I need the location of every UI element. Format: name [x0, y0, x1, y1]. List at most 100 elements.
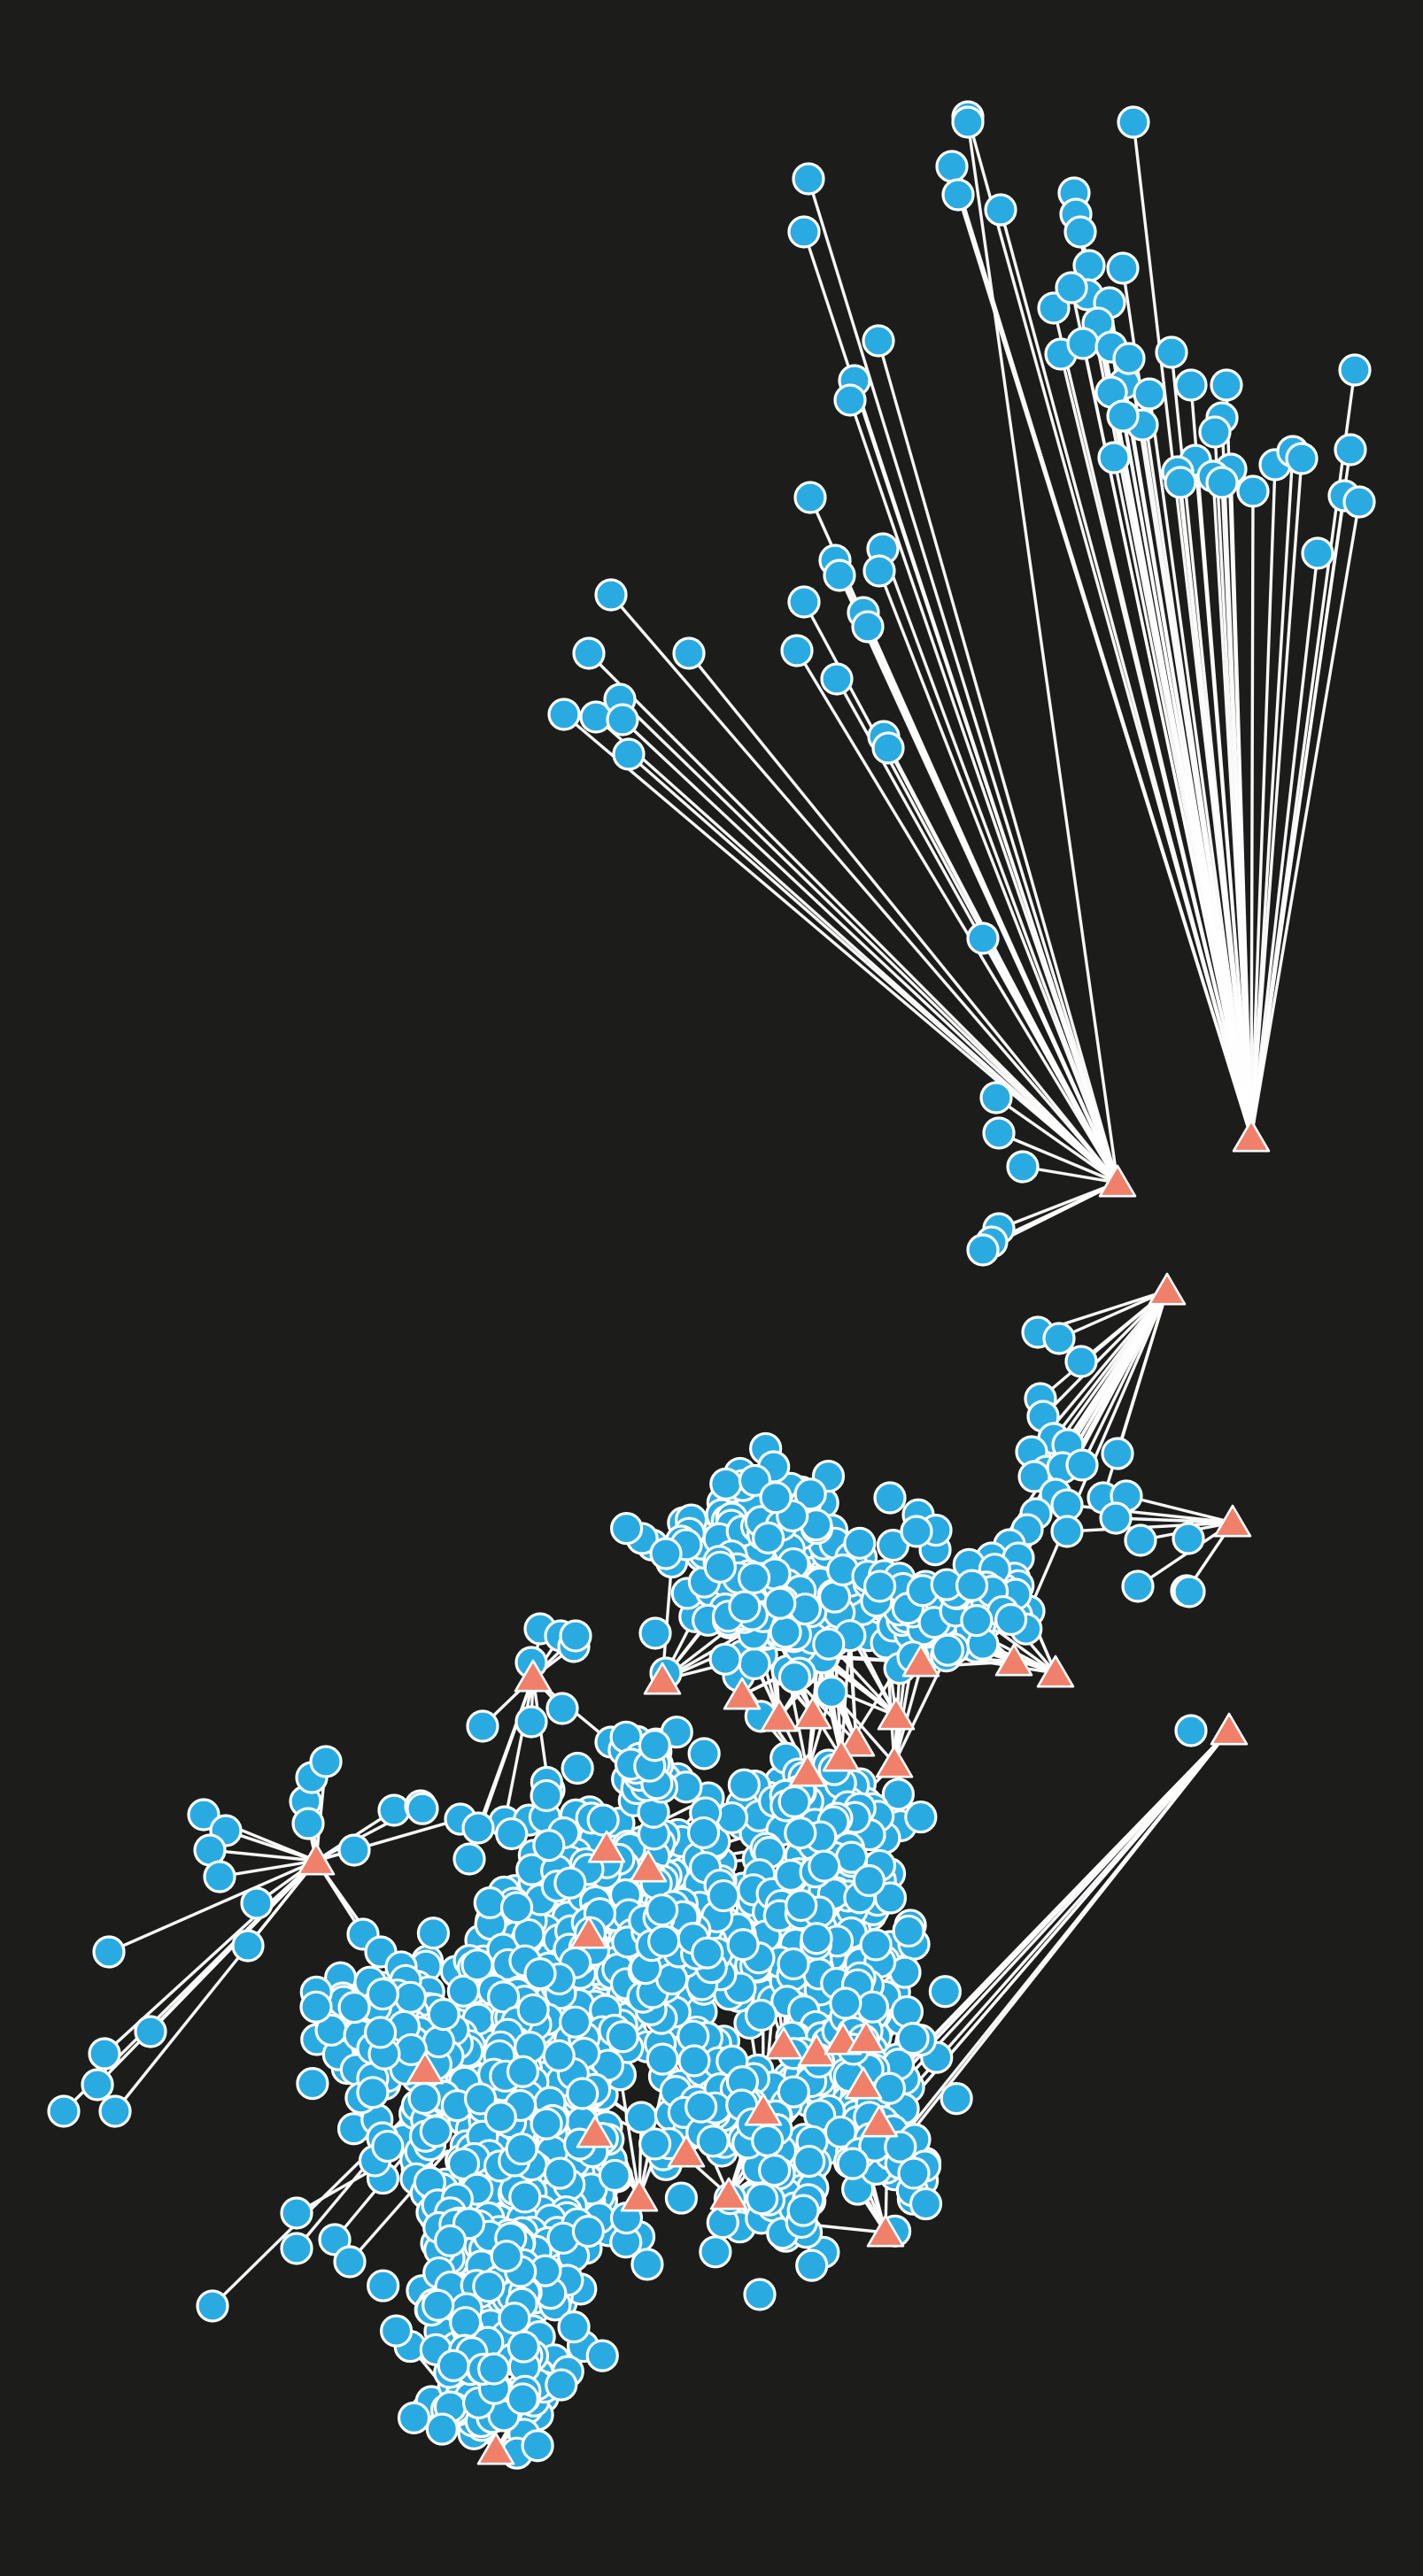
circle-node — [1210, 368, 1243, 402]
circle-node — [1099, 1501, 1133, 1535]
graph-edge — [1059, 352, 1253, 1139]
graph-edge — [878, 569, 1119, 1184]
circle-node — [477, 2352, 511, 2386]
circle-node — [763, 1586, 797, 1620]
circle-node — [81, 2068, 114, 2102]
circle-node — [586, 1803, 620, 1837]
circle-node — [699, 2235, 732, 2269]
graph-edge — [621, 718, 1119, 1184]
circle-node — [557, 2310, 591, 2344]
circle-node — [472, 2270, 506, 2303]
circle-node — [594, 578, 628, 612]
circle-node — [483, 2101, 517, 2134]
circle-node — [815, 1675, 848, 1709]
circle-node — [777, 1947, 810, 1981]
circle-node — [571, 2214, 605, 2248]
node-layer — [47, 100, 1376, 2470]
circle-node — [792, 162, 825, 196]
circle-node — [808, 1849, 841, 1883]
circle-node — [696, 2125, 730, 2158]
circle-node — [715, 1801, 749, 1835]
circle-node — [684, 2090, 718, 2124]
circle-node — [787, 215, 821, 249]
circle-node — [1112, 342, 1146, 375]
circle-node — [852, 1863, 886, 1898]
graph-edge — [1179, 481, 1253, 1139]
circle-node — [1285, 442, 1319, 475]
triangle-hub-node — [793, 1696, 832, 1730]
circle-node — [743, 2278, 777, 2311]
circle-node — [1055, 271, 1088, 305]
circle-node — [984, 193, 1017, 227]
circle-node — [333, 2245, 367, 2279]
circle-node — [558, 2005, 592, 2039]
graph-edge — [1229, 467, 1253, 1139]
triangle-hub-node — [901, 1644, 940, 1677]
circle-node — [363, 2016, 398, 2049]
circle-node — [787, 585, 821, 619]
graph-edge — [1027, 1289, 1169, 1613]
circle-node — [1097, 441, 1131, 474]
circle-node — [1124, 1523, 1157, 1557]
circle-node — [505, 2132, 538, 2166]
graph-edge — [1148, 392, 1253, 1139]
graph-edge — [1041, 1289, 1169, 1418]
graph-edge — [208, 1848, 318, 1863]
circle-node — [98, 2094, 132, 2128]
graph-edge — [609, 593, 1119, 1184]
circle-node — [1065, 1448, 1099, 1482]
circle-node — [1042, 1322, 1076, 1355]
circle-node — [638, 1616, 672, 1650]
circle-node — [240, 1886, 274, 1920]
circle-node — [598, 2158, 631, 2193]
graph-edge — [866, 625, 1119, 1184]
circle-node — [1174, 368, 1208, 402]
graph-edge — [1249, 450, 1295, 1139]
circle-node — [900, 1515, 933, 1548]
triangle-hub-node — [822, 1739, 861, 1772]
circle-node — [1133, 377, 1166, 411]
circle-node — [897, 2156, 931, 2190]
triangle-hub-node — [476, 2432, 515, 2465]
circle-node — [1164, 466, 1197, 499]
circle-node — [744, 1998, 778, 2032]
circle-node — [523, 1957, 557, 1991]
circle-node — [994, 1602, 1028, 1637]
circle-node — [752, 1521, 785, 1554]
graph-edge — [618, 2073, 641, 2199]
graph-edge — [1249, 490, 1255, 1139]
circle-node — [780, 634, 814, 667]
triangle-hub-node — [797, 2033, 836, 2067]
triangle-hub-node — [629, 1849, 668, 1883]
circle-node — [672, 636, 706, 670]
circle-node — [793, 1477, 827, 1511]
graph-edge — [503, 1676, 535, 1824]
circle-node — [585, 2339, 619, 2372]
circle-node — [664, 2181, 699, 2215]
circle-node — [935, 150, 969, 183]
circle-node — [449, 2306, 483, 2340]
circle-node — [691, 1936, 724, 1970]
graph-edge — [1057, 1289, 1169, 1340]
triangle-hub-node — [764, 2026, 803, 2060]
triangle-hub-node — [709, 2177, 748, 2210]
circle-node — [421, 2288, 455, 2322]
circle-node — [931, 1633, 964, 1667]
circle-node — [1342, 485, 1376, 519]
circle-node — [508, 2180, 542, 2214]
circle-node — [612, 737, 646, 771]
circle-node — [337, 1990, 371, 2025]
circle-node — [379, 2314, 414, 2348]
circle-node — [904, 1800, 938, 1834]
circle-node — [1106, 251, 1140, 285]
circle-node — [521, 2429, 554, 2463]
circle-node — [561, 1751, 594, 1785]
circle-node — [291, 1807, 325, 1840]
circle-node — [1106, 399, 1140, 433]
graph-edge — [687, 652, 1119, 1184]
circle-node — [940, 2081, 973, 2116]
circle-node — [545, 1692, 579, 1725]
circle-node — [812, 1627, 846, 1661]
circle-node — [547, 698, 581, 731]
circle-node — [785, 1888, 818, 1923]
